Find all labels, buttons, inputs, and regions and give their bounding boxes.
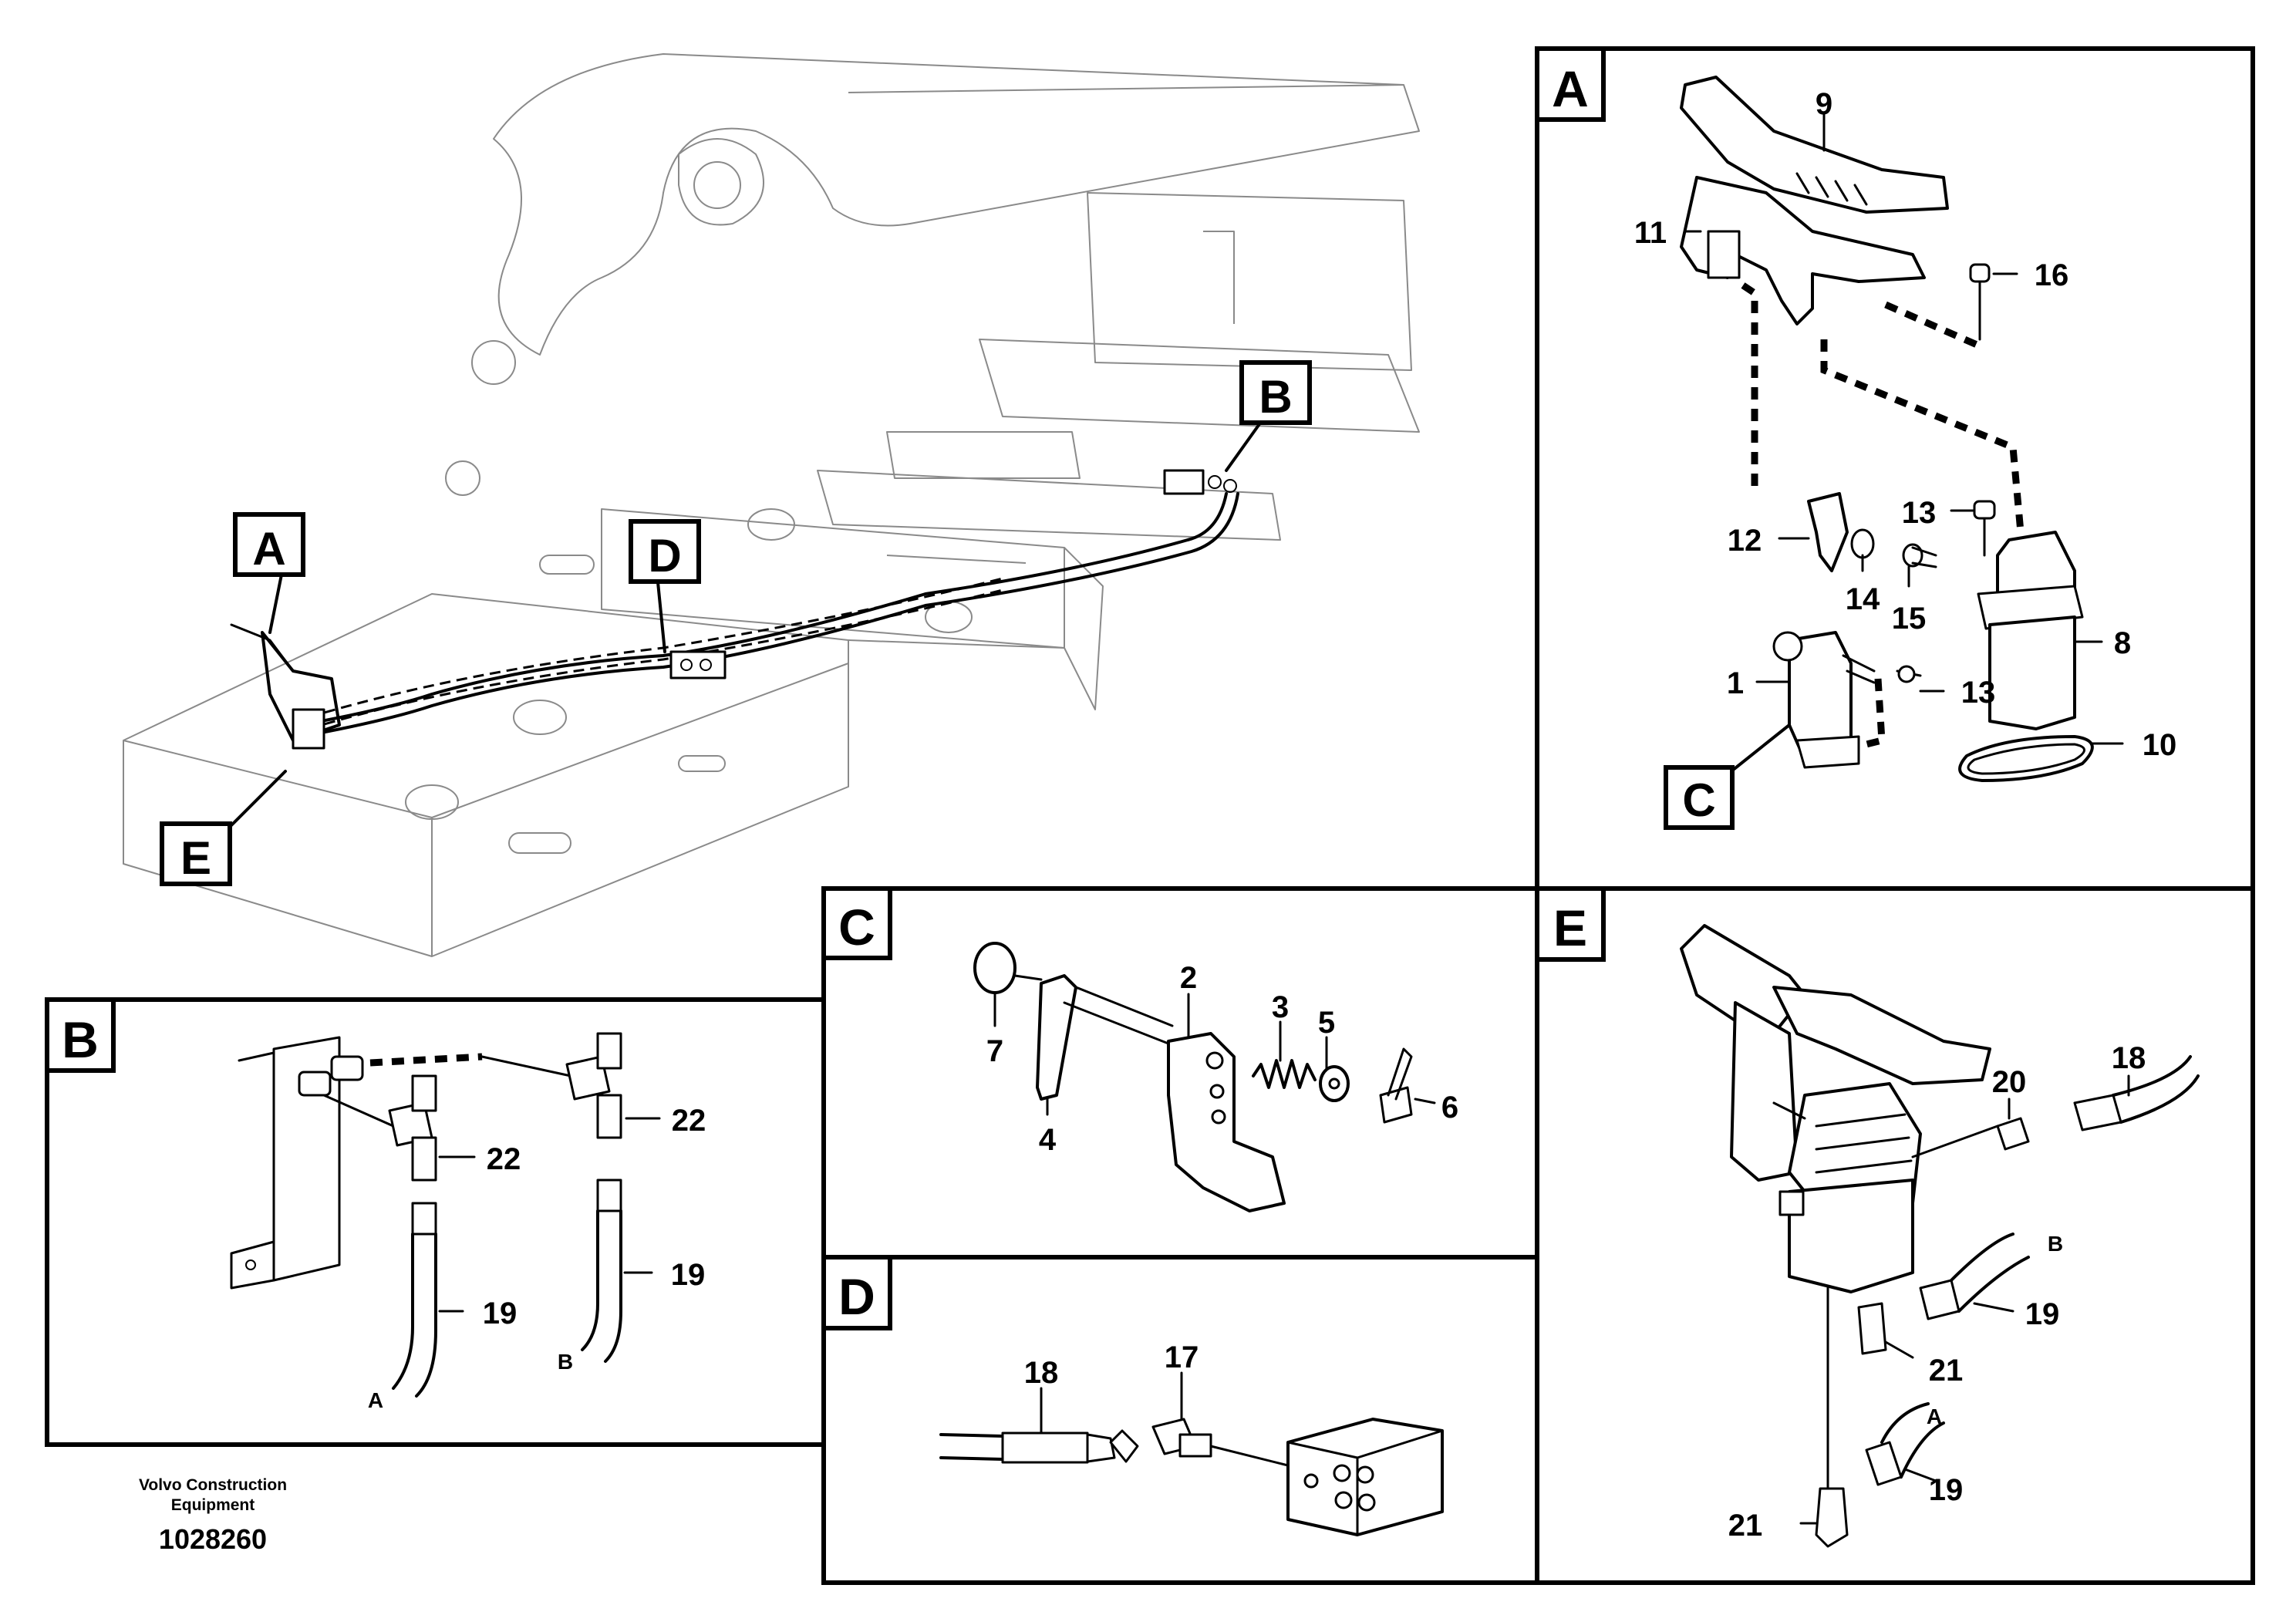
drawing-number: 1028260 xyxy=(159,1523,267,1555)
footer-company-line2: Equipment xyxy=(171,1496,255,1514)
panel-e-part-20: 20 xyxy=(1992,1065,2027,1099)
overview-callout-b-label: B xyxy=(1259,371,1292,423)
panel-a-part-13-upper: 13 xyxy=(1902,496,1937,530)
panel-e-hose-end-a: A xyxy=(1927,1404,1942,1428)
panel-a-part-1: 1 xyxy=(1727,666,1744,700)
panel-a-callout-c: C xyxy=(1682,774,1715,826)
panel-b-part-19-left: 19 xyxy=(483,1297,518,1330)
footer: Volvo Construction Equipment 1028260 xyxy=(139,1476,287,1555)
overview-callout-b: B xyxy=(1239,360,1312,425)
panel-e-letter: E xyxy=(1553,899,1587,956)
panel-e-part-21-lower: 21 xyxy=(1728,1509,1763,1543)
panel-c-part-5: 5 xyxy=(1318,1006,1335,1040)
panel-a-part-11: 11 xyxy=(1634,216,1667,250)
panel-b-part-22-left: 22 xyxy=(487,1142,521,1176)
panel-e-part-19-upper: 19 xyxy=(2025,1297,2060,1331)
panel-c-part-4: 4 xyxy=(1039,1123,1057,1157)
panel-b-hose-end-b: B xyxy=(558,1350,573,1374)
panel-b-part-19-right: 19 xyxy=(671,1258,706,1292)
panel-b-letter: B xyxy=(62,1011,99,1068)
panel-c-part-2: 2 xyxy=(1180,961,1197,995)
footer-company-line1: Volvo Construction xyxy=(139,1476,287,1494)
panel-e-hose-end-b: B xyxy=(2048,1232,2063,1256)
panel-a-part-8: 8 xyxy=(2114,626,2131,660)
panel-c-part-6: 6 xyxy=(1441,1091,1458,1125)
panel-e-part-18: 18 xyxy=(2112,1041,2146,1075)
panel-e-part-21-upper: 21 xyxy=(1929,1354,1964,1388)
panel-a-part-15: 15 xyxy=(1892,602,1927,636)
panel-c-letter: C xyxy=(838,899,875,956)
overview-callout-e-label: E xyxy=(180,832,211,884)
panel-c-part-3: 3 xyxy=(1272,990,1289,1024)
panel-d-letter: D xyxy=(838,1268,875,1325)
overview-callout-d-label: D xyxy=(648,530,681,582)
panel-b: B 22 22 19 19 A B xyxy=(45,997,826,1447)
overview-callout-e: E xyxy=(160,821,232,886)
panel-d-part-18: 18 xyxy=(1024,1356,1059,1390)
overview-callout-d: D xyxy=(629,519,701,584)
panel-e-frame xyxy=(1535,886,2255,1585)
panel-d: D 18 17 xyxy=(821,1255,1539,1585)
panel-a-part-10: 10 xyxy=(2143,728,2177,762)
overview-callout-a-label: A xyxy=(252,523,285,575)
panel-a-part-13-lower: 13 xyxy=(1961,676,1996,710)
panel-b-part-22-right: 22 xyxy=(672,1104,706,1138)
panel-a-part-9: 9 xyxy=(1816,87,1832,121)
panel-e-part-19-lower: 19 xyxy=(1929,1473,1964,1507)
panel-a-part-12: 12 xyxy=(1728,524,1762,558)
panel-d-part-17: 17 xyxy=(1165,1340,1199,1374)
panel-c-part-7: 7 xyxy=(986,1034,1003,1068)
overview-drawing: A B D E xyxy=(123,53,1420,957)
panel-a: A xyxy=(1535,46,2255,891)
panel-a-letter: A xyxy=(1552,60,1589,117)
panel-e: E 18 20 xyxy=(1535,886,2255,1585)
overview-callout-a: A xyxy=(233,512,305,577)
panel-b-hose-end-a: A xyxy=(368,1388,383,1412)
panel-c: C 2 3 5 7 4 6 xyxy=(821,886,1539,1259)
panel-a-part-16: 16 xyxy=(2035,258,2069,292)
panel-a-part-14: 14 xyxy=(1846,582,1880,616)
